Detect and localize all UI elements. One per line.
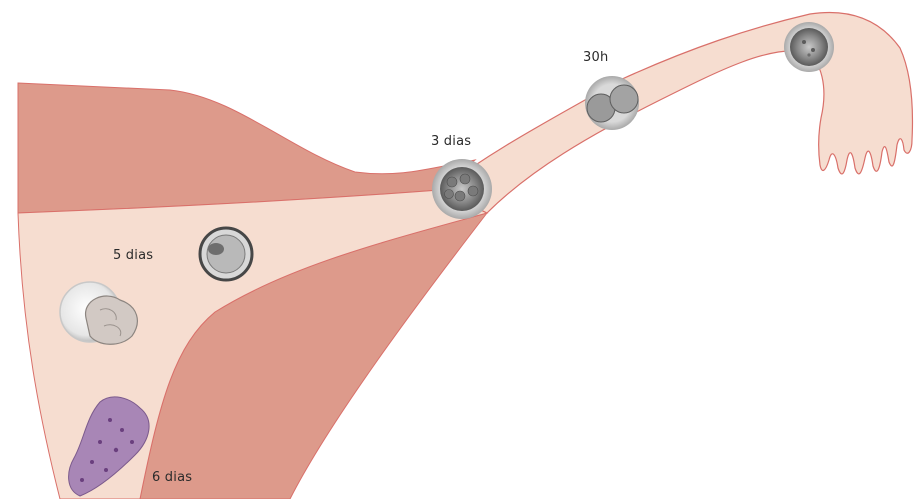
- zygote-icon: [784, 22, 834, 72]
- blastocyst-icon: [200, 228, 252, 280]
- fallopian-tube: [440, 12, 913, 213]
- label-3-dias: 3 dias: [431, 134, 471, 149]
- morula-icon: [432, 159, 492, 219]
- two-cell-embryo-icon: [585, 76, 639, 130]
- label-5-dias: 5 dias: [113, 248, 153, 263]
- label-6-dias: 6 dias: [152, 470, 192, 485]
- label-30h: 30h: [583, 50, 608, 65]
